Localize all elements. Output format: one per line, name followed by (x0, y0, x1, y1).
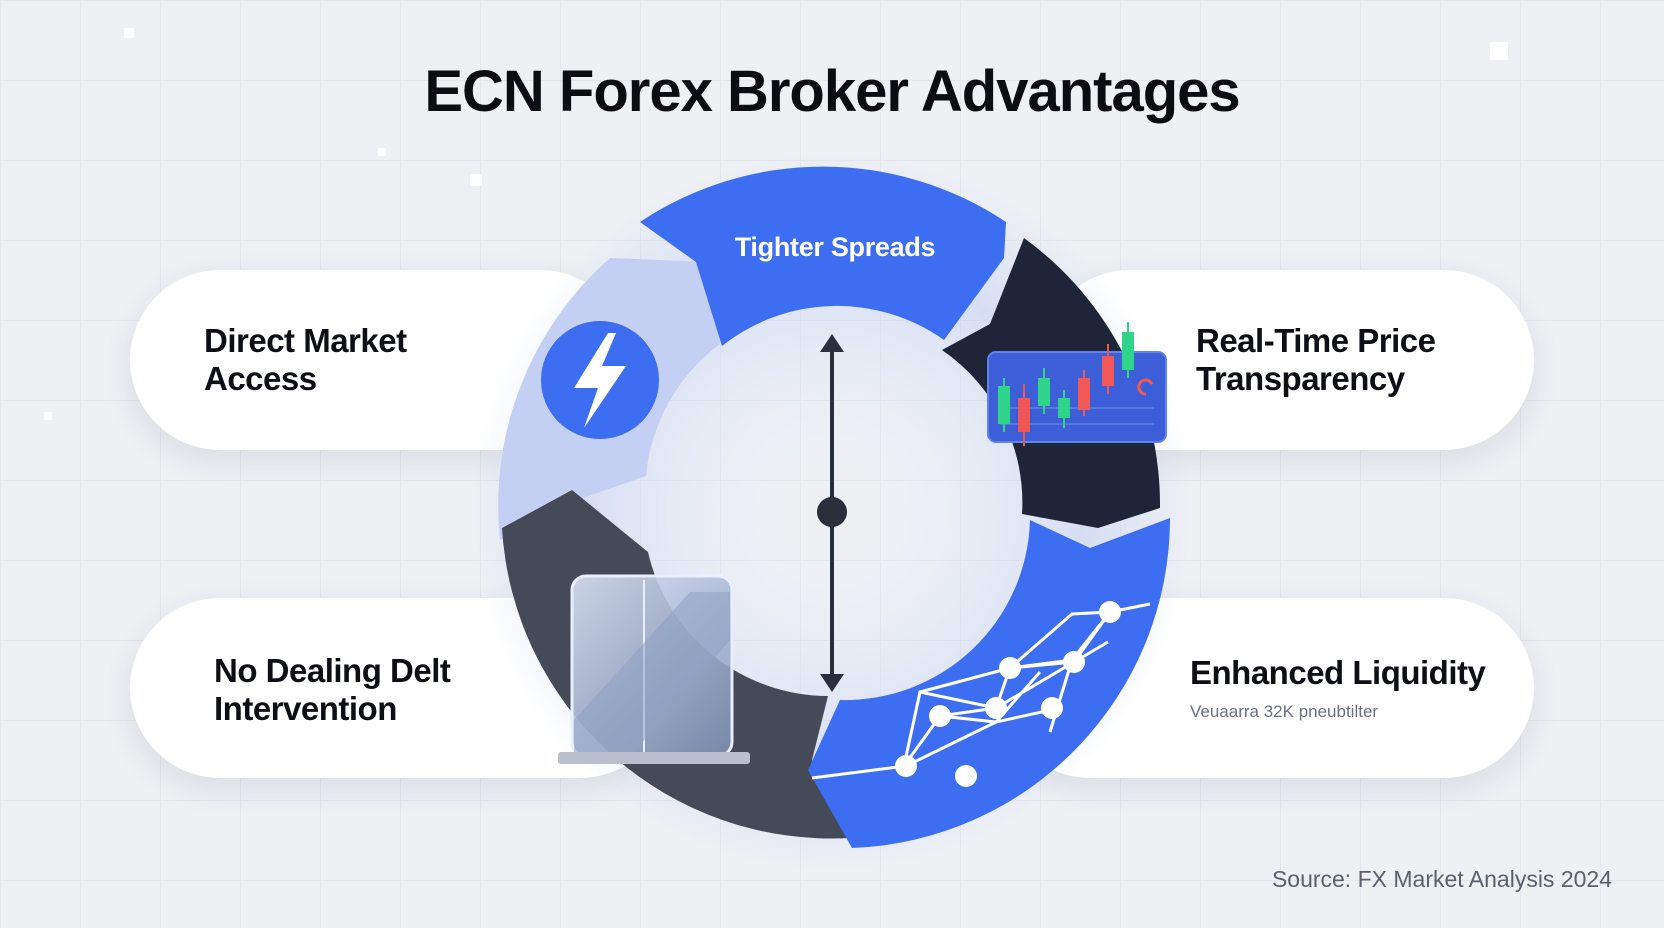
label-line-1: Real-Time Price (1196, 322, 1436, 359)
card-label: Real-Time Price Transparency (1196, 322, 1436, 398)
decor-speck (378, 148, 386, 156)
label-line-1: No Dealing Delt (214, 652, 451, 689)
decor-speck (124, 28, 134, 38)
card-sublabel: Veuaarra 32K pneubtilter (1190, 702, 1379, 721)
source-note: Source: FX Market Analysis 2024 (1271, 866, 1612, 892)
lightning-bolt-icon (541, 321, 659, 439)
network-nodes (895, 601, 1121, 787)
segment-tighter-spreads (640, 166, 1006, 346)
label-line-2: Access (204, 360, 317, 397)
decor-speck (44, 412, 52, 420)
glass-panel-icon (558, 574, 750, 764)
candlestick-chart-icon (987, 322, 1167, 446)
spread-arrow (817, 334, 847, 692)
decor-speck (1490, 42, 1508, 60)
page-title: ECN Forex Broker Advantages (424, 59, 1240, 124)
label-line-1: Direct Market (204, 322, 407, 359)
label-line-2: Transparency (1196, 360, 1405, 397)
card-label: Direct Market Access (204, 322, 407, 398)
card-label: Enhanced Liquidity (1190, 654, 1486, 692)
label-line-2: Intervention (214, 690, 397, 727)
decor-speck (470, 174, 482, 186)
label-line-1: Enhanced Liquidity (1190, 654, 1486, 691)
tighter-spreads-label: Tighter Spreads (734, 232, 936, 262)
card-label: No Dealing Delt Intervention (214, 652, 451, 728)
